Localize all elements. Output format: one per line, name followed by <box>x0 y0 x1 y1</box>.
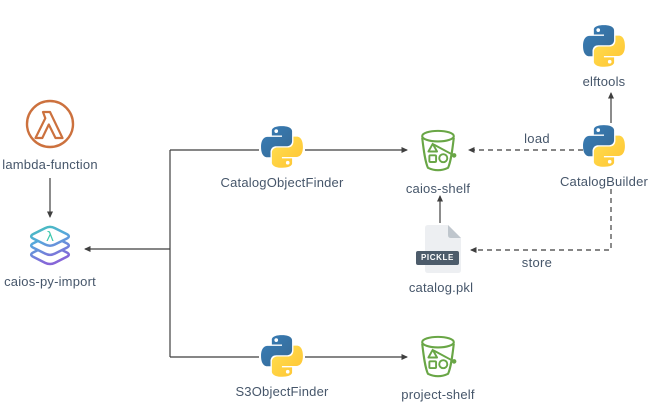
node-catalog-object-finder: CatalogObjectFinder <box>212 126 352 190</box>
edge-label-load: load <box>524 131 550 146</box>
pickle-file-icon: PICKLE <box>416 225 461 273</box>
node-elftools: elftools <box>534 25 659 89</box>
edge-label-store: store <box>521 255 553 270</box>
python-icon <box>261 335 303 377</box>
pickle-badge: PICKLE <box>416 251 459 265</box>
node-label: project-shelf <box>401 387 475 402</box>
python-icon <box>583 125 625 167</box>
node-label: CatalogObjectFinder <box>220 175 344 190</box>
bucket-icon <box>415 334 461 380</box>
node-label: caios-shelf <box>405 181 471 196</box>
node-project-shelf: project-shelf <box>368 334 508 402</box>
node-caios-py-import: caios-py-import <box>0 223 120 289</box>
node-label: S3ObjectFinder <box>235 384 329 399</box>
aws-lambda-icon <box>24 98 76 150</box>
node-catalog-pkl: PICKLE catalog.pkl <box>371 225 511 295</box>
node-label: catalog.pkl <box>408 280 474 295</box>
node-label: caios-py-import <box>4 274 96 289</box>
lambda-layers-icon <box>23 223 77 267</box>
node-label: elftools <box>582 74 626 89</box>
node-label: CatalogBuilder <box>559 174 649 189</box>
python-icon <box>261 126 303 168</box>
node-lambda-function: lambda-function <box>0 98 120 172</box>
node-s3-object-finder: S3ObjectFinder <box>212 335 352 399</box>
node-catalog-builder: CatalogBuilder <box>534 125 659 189</box>
python-icon <box>583 25 625 67</box>
node-caios-shelf: caios-shelf <box>368 128 508 196</box>
node-label: lambda-function <box>2 157 98 172</box>
bucket-icon <box>415 128 461 174</box>
